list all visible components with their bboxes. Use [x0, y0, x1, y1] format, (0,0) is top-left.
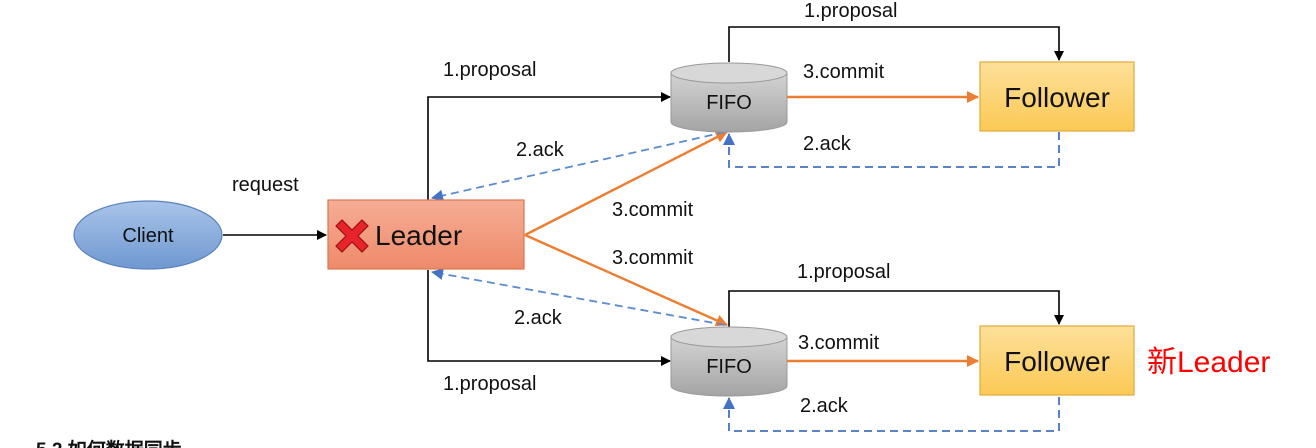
proposal-arrow-leader-to-top-fifo	[427, 92, 671, 200]
label-ack-top-leader: 2.ack	[516, 139, 565, 161]
footer-heading-partial: 5.2 如何数据同步	[36, 438, 182, 448]
label-request: request	[232, 174, 299, 196]
follower-top-label: Follower	[1004, 82, 1110, 113]
proposal-arrow-top-fifo-to-follower	[728, 26, 1064, 62]
ack-arrow-top-fifo-to-leader	[431, 131, 726, 202]
client-node: Client	[73, 200, 223, 270]
label-commit-leader-bottom: 3.commit	[612, 247, 694, 269]
label-ack-top-follower: 2.ack	[803, 133, 852, 155]
label-commit-leader-top: 3.commit	[612, 199, 694, 221]
fifo-bottom-label: FIFO	[706, 356, 752, 378]
label-ack-bottom-follower: 2.ack	[800, 395, 849, 417]
label-proposal-bottom-leader: 1.proposal	[443, 373, 536, 395]
ack-arrow-bottom-fifo-to-leader	[431, 268, 726, 326]
commit-arrow-leader-to-bottom-fifo	[524, 233, 728, 327]
proposal-arrow-leader-to-bottom-fifo	[427, 270, 671, 366]
commit-arrow-leader-to-top-fifo	[524, 130, 728, 237]
ack-arrow-bottom-follower-to-fifo	[723, 397, 1060, 432]
fifo-top-label: FIFO	[706, 92, 752, 114]
follower-bottom-label: Follower	[1004, 346, 1110, 377]
label-proposal-top-leader: 1.proposal	[443, 59, 536, 81]
client-label: Client	[122, 225, 174, 247]
label-ack-bottom-leader: 2.ack	[514, 307, 563, 329]
label-commit-top-follower: 3.commit	[803, 61, 885, 83]
label-proposal-top-follower: 1.proposal	[804, 0, 897, 22]
label-commit-bottom-follower: 3.commit	[798, 332, 880, 354]
proposal-arrow-bottom-fifo-to-follower	[728, 290, 1064, 327]
follower-bottom-node: Follower	[979, 325, 1135, 396]
fifo-bottom-node: FIFO	[670, 326, 788, 397]
ack-arrow-top-follower-to-fifo	[723, 132, 1060, 168]
cross-icon	[335, 219, 369, 253]
leader-label: Leader	[375, 220, 462, 251]
fifo-top-node: FIFO	[670, 62, 788, 133]
label-proposal-bottom-follower: 1.proposal	[797, 261, 890, 283]
new-leader-annotation: 新Leader	[1147, 346, 1270, 379]
leader-node: Leader	[327, 199, 525, 270]
follower-top-node: Follower	[979, 61, 1135, 132]
